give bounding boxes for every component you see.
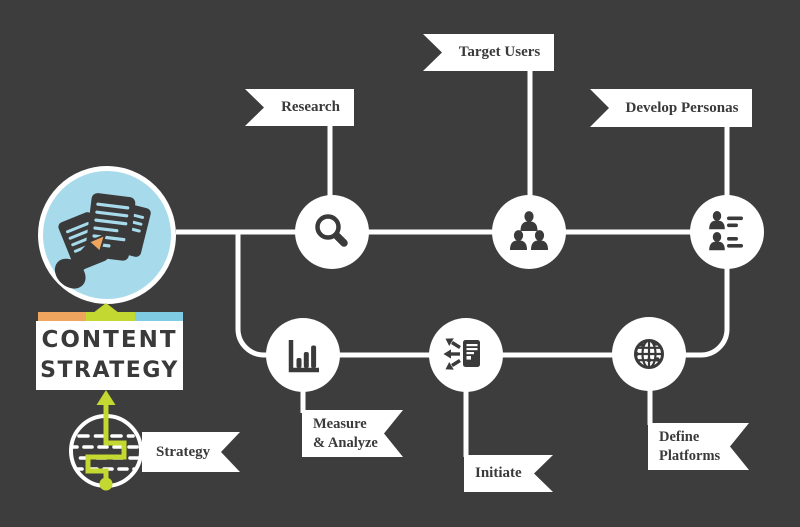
initiate-flag-label: Initiate	[475, 465, 522, 481]
initiate-flag: Initiate	[464, 455, 553, 492]
develop-personas-node	[690, 195, 764, 269]
hub-title-line2: STRATEGY	[40, 358, 179, 383]
target-users-flag-label: Target Users	[458, 44, 541, 60]
bar-chart-icon	[288, 340, 319, 373]
measure-analyze-node	[266, 318, 340, 392]
persona-list-icon	[709, 210, 743, 251]
globe-icon	[634, 339, 664, 369]
right-branch-line	[649, 266, 730, 358]
hub-title-box: CONTENT STRATEGY	[36, 321, 183, 390]
share-document-icon	[443, 338, 480, 370]
define-platforms-flag-line1: Define	[659, 428, 700, 445]
develop-personas-flag: Develop Personas	[590, 89, 752, 127]
measure-analyze-flag-line1: Measure	[313, 415, 367, 432]
stripe-green-segment	[86, 312, 135, 321]
strategy-flag-label: Strategy	[156, 443, 211, 460]
down-branch-line	[235, 232, 649, 358]
research-node	[295, 195, 369, 269]
magnifier-icon	[315, 214, 348, 247]
initiate-node	[429, 318, 503, 392]
target-users-node	[492, 195, 566, 269]
brand-stripe	[38, 312, 183, 321]
define-platforms-flag-line2: Platforms	[659, 447, 721, 464]
route-map-icon	[69, 390, 143, 491]
stripe-arrow-up	[93, 303, 119, 313]
define-platforms-flag: Define Platforms	[648, 423, 749, 470]
stripe-orange-segment	[38, 312, 86, 321]
target-users-flag: Target Users	[423, 34, 554, 71]
research-flag-label: Research	[281, 99, 340, 115]
strategy-route-path	[85, 390, 127, 491]
connector-lines	[176, 69, 730, 457]
hub-title-line1: CONTENT	[41, 327, 178, 353]
documents-pencil-icon	[54, 193, 151, 289]
develop-personas-flag-label: Develop Personas	[625, 99, 739, 116]
measure-analyze-flag-line2: & Analyze	[313, 434, 378, 451]
define-platforms-node	[612, 317, 686, 391]
research-flag: Research	[245, 89, 354, 126]
hub-circle	[38, 166, 176, 304]
stripe-blue-segment	[135, 312, 183, 321]
